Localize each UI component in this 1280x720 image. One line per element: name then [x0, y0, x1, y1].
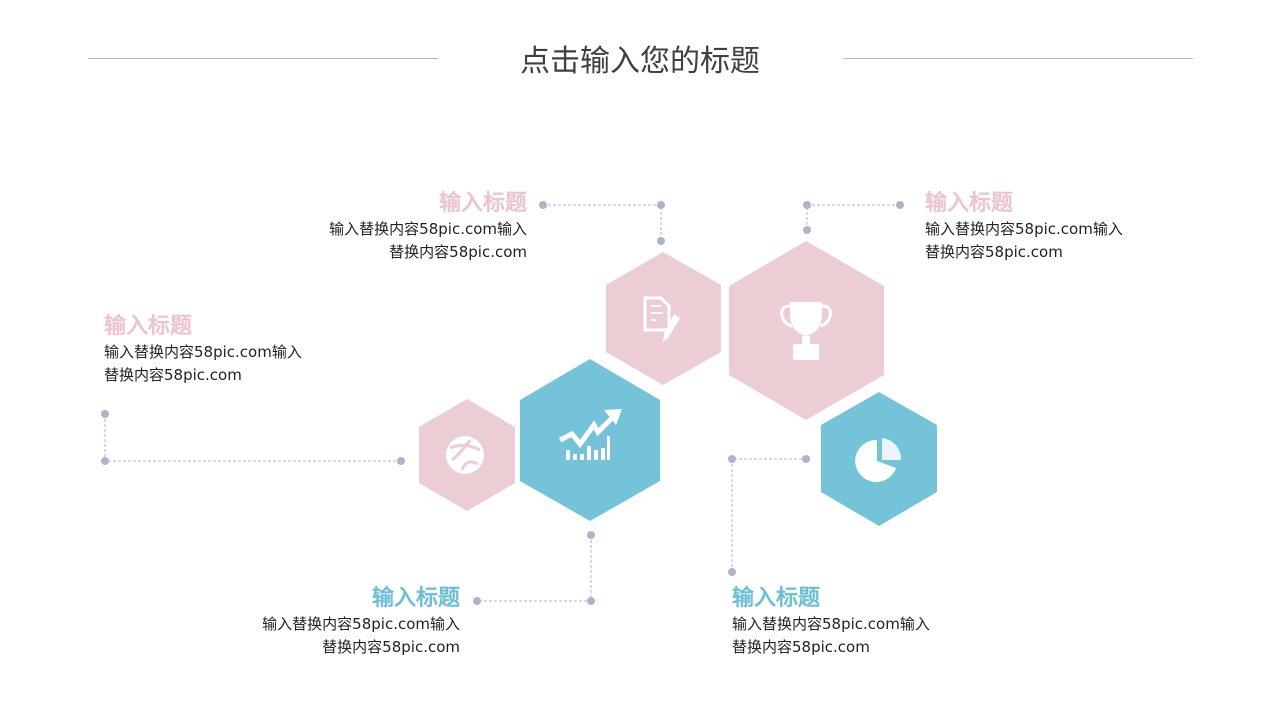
title-rule-right — [843, 58, 1193, 59]
dribbble-icon — [446, 436, 484, 474]
item-desc-line2: 替换内容58pic.com — [389, 243, 527, 261]
item-desc-line2: 替换内容58pic.com — [104, 366, 242, 384]
item-pie: 输入标题 输入替换内容58pic.com输入 替换内容58pic.com — [732, 585, 1032, 659]
hexagon-pink-doc — [606, 252, 721, 385]
connector-dots — [101, 201, 904, 605]
title-rule-left — [88, 58, 438, 59]
hexagon-blue-pie — [821, 392, 937, 526]
item-growth: 输入标题 输入替换内容58pic.com输入 替换内容58pic.com — [160, 585, 460, 659]
item-desc-line1: 输入替换内容58pic.com输入 — [329, 220, 527, 238]
pie-chart-icon — [855, 438, 902, 482]
growth-chart-icon — [558, 409, 622, 460]
item-trophy: 输入标题 输入替换内容58pic.com输入 替换内容58pic.com — [925, 190, 1225, 264]
item-dribbble: 输入标题 输入替换内容58pic.com输入 替换内容58pic.com — [104, 313, 404, 387]
item-title: 输入标题 — [438, 191, 527, 216]
trophy-icon — [780, 302, 832, 360]
hexagon-blue-left — [520, 359, 660, 521]
item-document: 输入标题 输入替换内容58pic.com输入 替换内容58pic.com — [227, 190, 527, 264]
item-desc-line2: 替换内容58pic.com — [732, 638, 870, 656]
item-desc-line2: 替换内容58pic.com — [322, 638, 460, 656]
document-edit-icon — [643, 296, 680, 342]
item-desc-line2: 替换内容58pic.com — [925, 243, 1063, 261]
item-desc-line1: 输入替换内容58pic.com输入 — [925, 220, 1123, 238]
item-title: 输入标题 — [371, 586, 460, 611]
item-desc-line1: 输入替换内容58pic.com输入 — [732, 615, 930, 633]
item-title: 输入标题 — [925, 191, 1014, 216]
item-title: 输入标题 — [104, 314, 193, 339]
item-title: 输入标题 — [732, 586, 821, 611]
page-title: 点击输入您的标题 — [520, 44, 760, 79]
item-desc-line1: 输入替换内容58pic.com输入 — [104, 343, 302, 361]
item-desc-line1: 输入替换内容58pic.com输入 — [262, 615, 460, 633]
